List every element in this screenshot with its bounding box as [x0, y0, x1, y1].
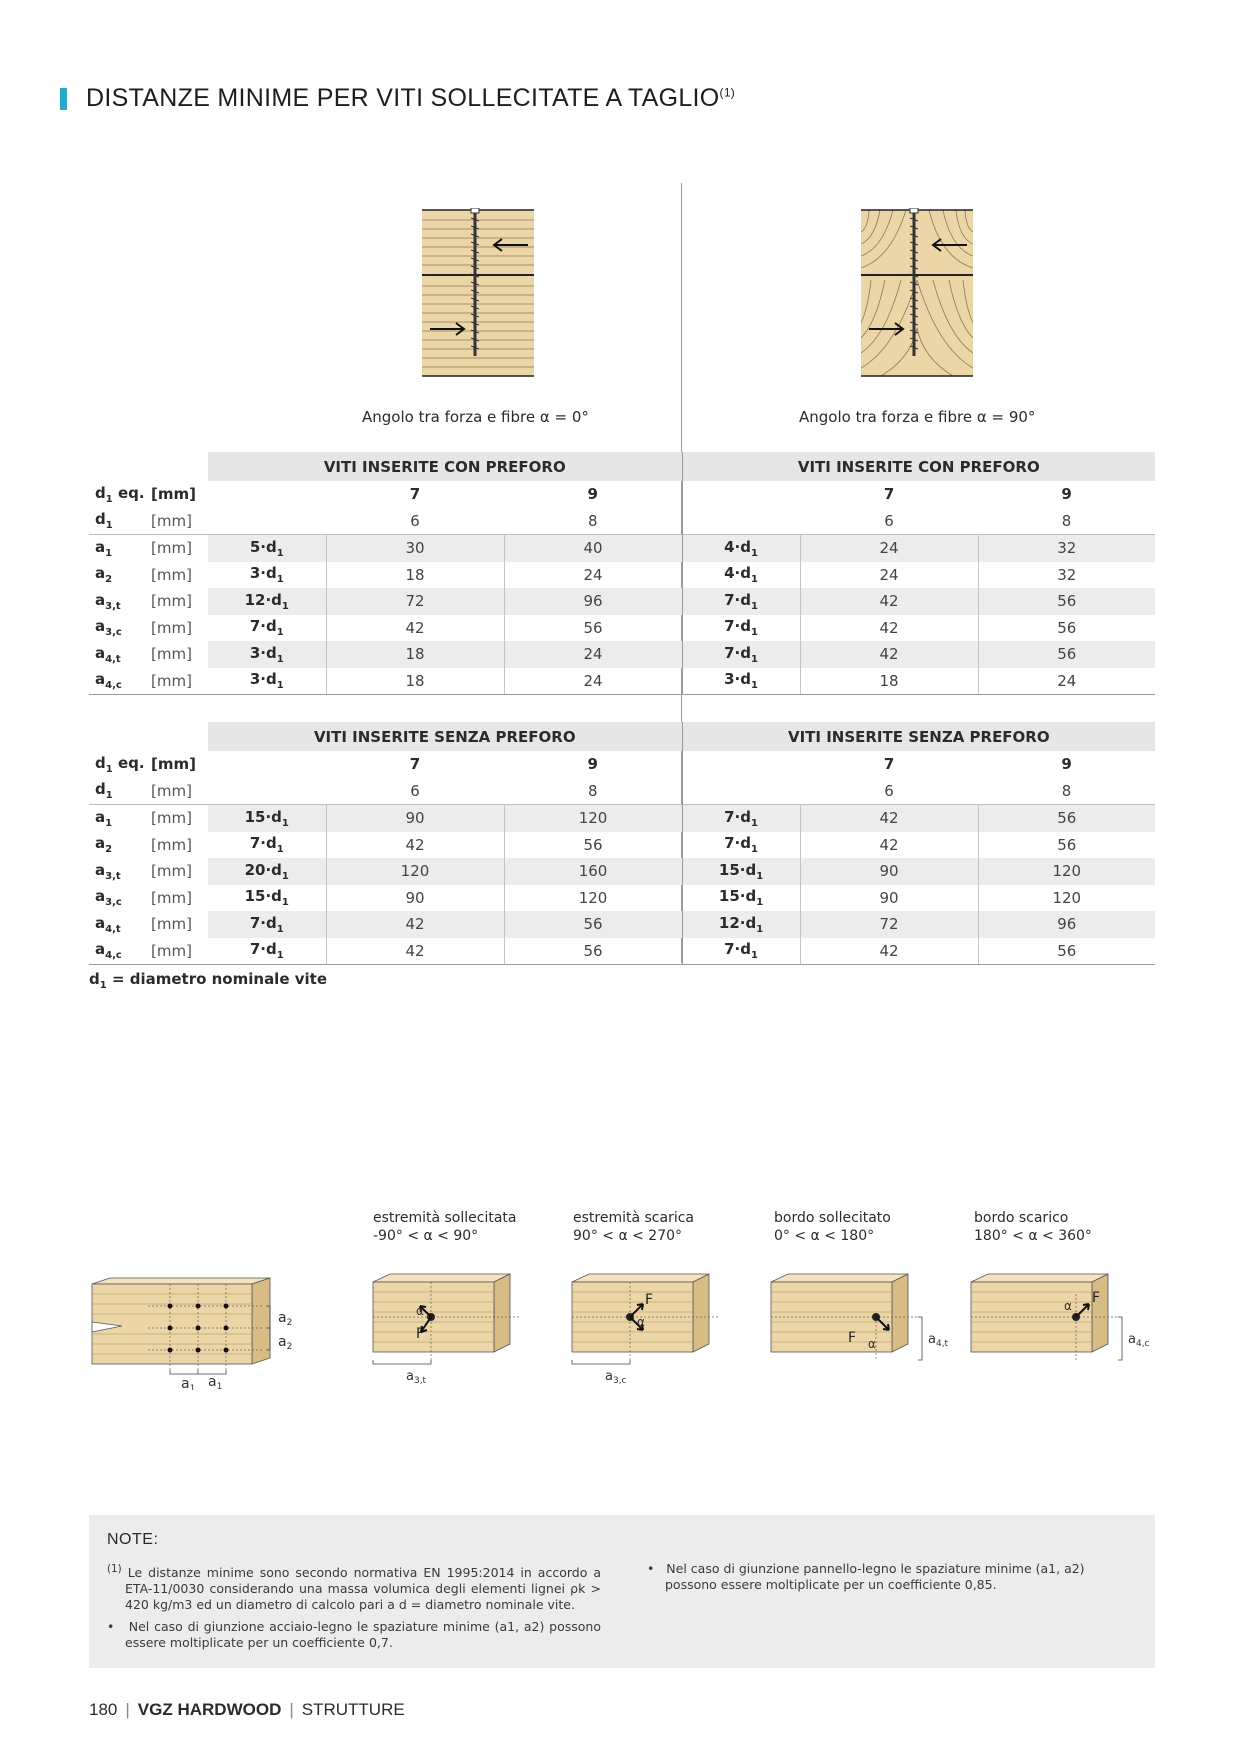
header-con-preforo-right: VITI INSERITE CON PREFORO [682, 452, 1156, 481]
label-a4t: a4,t [928, 1332, 949, 1349]
note-2: • Nel caso di giunzione acciaio-legno le… [107, 1619, 601, 1651]
footer-product: VGZ HARDWOOD [137, 1700, 282, 1719]
angle-label-90: Angolo tra forza e fibre α = 90° [799, 408, 1036, 426]
svg-text:F: F [1092, 1290, 1100, 1306]
svg-text:α: α [637, 1315, 645, 1329]
title-footnote-ref: (1) [719, 85, 736, 100]
estremita-sollecitata-diagram: F α a3,t [372, 1273, 520, 1384]
label-a3t: a3,t [406, 1369, 427, 1384]
svg-text:α: α [868, 1337, 876, 1351]
spacing-a1-a2-diagram: a2 a2 a1 a1 [91, 1277, 292, 1390]
page-number: 180 [89, 1700, 118, 1719]
screw-figure-90deg [861, 208, 973, 377]
page-footer: 180|VGZ HARDWOOD|STRUTTURE [89, 1700, 405, 1719]
estremita-scarica-diagram: F α a3,c [571, 1273, 719, 1384]
bordo-scarico-diagram: F α a4,c [970, 1273, 1150, 1361]
svg-text:F: F [645, 1292, 653, 1308]
note-3: • Nel caso di giunzione pannello-legno l… [647, 1561, 1085, 1592]
header-senza-preforo-right: VITI INSERITE SENZA PREFORO [682, 722, 1156, 751]
screw-figure-0deg [422, 208, 534, 377]
page-title: DISTANZE MINIME PER VITI SOLLECITATE A T… [60, 84, 735, 113]
table-row: d1 eq. [mm] 7 9 7 9 [89, 481, 1155, 508]
label-a2-bottom: a2 [278, 1334, 292, 1352]
svg-text:α: α [1064, 1299, 1072, 1313]
svg-text:F: F [848, 1330, 856, 1346]
svg-text:F: F [416, 1326, 424, 1342]
angle-label-0: Angolo tra forza e fibre α = 0° [362, 408, 589, 426]
table-row: d1 [mm] 6 8 6 8 [89, 777, 1155, 805]
title-text: DISTANZE MINIME PER VITI SOLLECITATE A T… [86, 84, 720, 112]
header-senza-preforo-left: VITI INSERITE SENZA PREFORO [208, 722, 683, 751]
table-con-preforo: VITI INSERITE CON PREFORO VITI INSERITE … [89, 452, 1156, 695]
label-a1-right: a1 [208, 1374, 222, 1390]
notes-heading: NOTE: [107, 1531, 159, 1548]
label-a3c: a3,c [605, 1369, 627, 1384]
label-a2-top: a2 [278, 1310, 292, 1328]
label-a4c: a4,c [1128, 1332, 1150, 1349]
label-a1-left: a1 [181, 1376, 195, 1390]
svg-text:α: α [416, 1304, 424, 1318]
table-row: d1 [mm] 6 8 6 8 [89, 507, 1155, 535]
table-senza-preforo: VITI INSERITE SENZA PREFORO VITI INSERIT… [89, 722, 1156, 965]
footer-section: STRUTTURE [301, 1700, 405, 1719]
footnote-d1: d1 = diametro nominale vite [89, 970, 327, 991]
caption-estremita-sollecitata: estremità sollecitata-90° < α < 90° [373, 1210, 517, 1244]
title-accent-bar [60, 87, 67, 110]
table-row: d1 eq. [mm] 7 9 7 9 [89, 751, 1155, 778]
notes-box: NOTE: (1) Le distanze minime sono second… [89, 1515, 1155, 1668]
note-1: (1) Le distanze minime sono secondo norm… [107, 1563, 601, 1613]
bordo-sollecitato-diagram: F α a4,t [770, 1273, 949, 1361]
header-con-preforo-left: VITI INSERITE CON PREFORO [208, 452, 683, 481]
